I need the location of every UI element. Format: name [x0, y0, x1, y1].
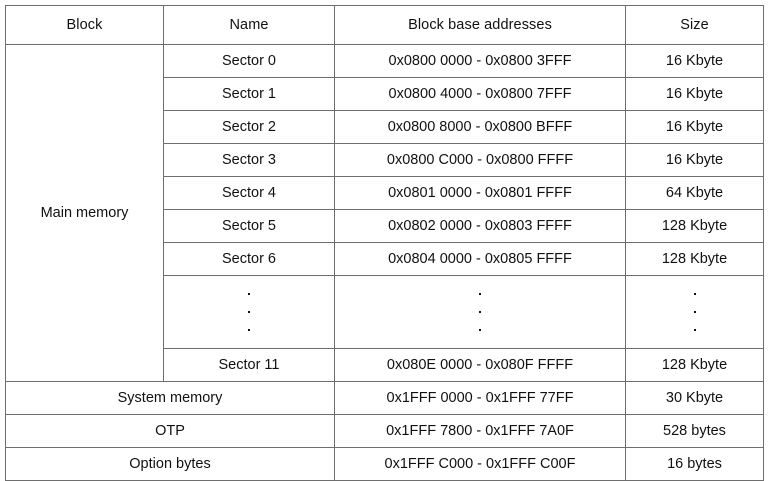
vertical-ellipsis-icon	[339, 276, 621, 348]
table-row: Option bytes 0x1FFF C000 - 0x1FFF C00F 1…	[5, 447, 764, 481]
sector-address-cell: 0x0802 0000 - 0x0803 FFFF	[334, 209, 626, 243]
sector-address-cell: 0x0800 8000 - 0x0800 BFFF	[334, 110, 626, 144]
table-row: System memory 0x1FFF 0000 - 0x1FFF 77FF …	[5, 381, 764, 415]
column-header-size: Size	[625, 5, 764, 45]
table-row: Sector 5 0x0802 0000 - 0x0803 FFFF 128 K…	[6, 209, 764, 243]
block-address-cell: 0x1FFF 0000 - 0x1FFF 77FF	[334, 381, 626, 415]
block-address-cell: 0x1FFF 7800 - 0x1FFF 7A0F	[334, 414, 626, 448]
sector-name-cell: Sector 11	[163, 348, 335, 382]
ellipsis-cell-addresses	[334, 275, 626, 349]
column-header-addresses: Block base addresses	[334, 5, 626, 45]
table-header: Block Name Block base addresses Size	[5, 5, 764, 45]
memory-organization-table-container: Block Name Block base addresses Size Mai…	[5, 5, 764, 481]
sector-name-cell: Sector 2	[163, 110, 335, 144]
sector-size-cell: 128 Kbyte	[625, 209, 764, 243]
table-body: Main memory Sector 0 0x0800 0000 - 0x080…	[5, 44, 764, 481]
sector-size-cell: 128 Kbyte	[625, 348, 764, 382]
sector-address-cell: 0x0801 0000 - 0x0801 FFFF	[334, 176, 626, 210]
block-cell-system-memory: System memory	[5, 381, 335, 415]
sector-size-cell: 16 Kbyte	[625, 77, 764, 111]
table-row: Sector 2 0x0800 8000 - 0x0800 BFFF 16 Kb…	[6, 110, 764, 144]
sector-address-cell: 0x0800 4000 - 0x0800 7FFF	[334, 77, 626, 111]
block-cell-option-bytes: Option bytes	[5, 447, 335, 481]
table-row: Sector 1 0x0800 4000 - 0x0800 7FFF 16 Kb…	[6, 77, 764, 111]
table-row: Main memory Sector 0 0x0800 0000 - 0x080…	[5, 44, 764, 382]
sector-address-cell: 0x0804 0000 - 0x0805 FFFF	[334, 242, 626, 276]
table-row: Sector 11 0x080E 0000 - 0x080F FFFF 128 …	[6, 348, 764, 382]
sector-name-cell: Sector 3	[163, 143, 335, 177]
column-header-block: Block	[5, 5, 164, 45]
vertical-ellipsis-icon	[630, 276, 759, 348]
ellipsis-cell-size	[625, 275, 764, 349]
block-cell-otp: OTP	[5, 414, 335, 448]
sector-size-cell: 128 Kbyte	[625, 242, 764, 276]
ellipsis-cell-name	[163, 275, 335, 349]
block-address-cell: 0x1FFF C000 - 0x1FFF C00F	[334, 447, 626, 481]
sector-name-cell: Sector 6	[163, 242, 335, 276]
table-row: Sector 4 0x0801 0000 - 0x0801 FFFF 64 Kb…	[6, 176, 764, 210]
block-size-cell: 528 bytes	[625, 414, 764, 448]
sector-size-cell: 16 Kbyte	[625, 44, 764, 78]
table-header-row: Block Name Block base addresses Size	[5, 5, 764, 45]
sector-name-cell: Sector 5	[163, 209, 335, 243]
vertical-ellipsis-icon	[168, 276, 330, 348]
table-row: Sector 3 0x0800 C000 - 0x0800 FFFF 16 Kb…	[6, 143, 764, 177]
table-row: OTP 0x1FFF 7800 - 0x1FFF 7A0F 528 bytes	[5, 414, 764, 448]
block-size-cell: 30 Kbyte	[625, 381, 764, 415]
memory-organization-table: Block Name Block base addresses Size Mai…	[5, 5, 764, 481]
sector-address-cell: 0x0800 0000 - 0x0800 3FFF	[334, 44, 626, 78]
sector-name-cell: Sector 0	[163, 44, 335, 78]
sector-size-cell: 16 Kbyte	[625, 110, 764, 144]
column-header-name: Name	[163, 5, 335, 45]
block-cell-main-memory: Main memory	[5, 44, 164, 382]
sector-size-cell: 16 Kbyte	[625, 143, 764, 177]
sector-size-cell: 64 Kbyte	[625, 176, 764, 210]
sector-name-cell: Sector 1	[163, 77, 335, 111]
sector-address-cell: 0x0800 C000 - 0x0800 FFFF	[334, 143, 626, 177]
sector-name-cell: Sector 4	[163, 176, 335, 210]
block-size-cell: 16 bytes	[625, 447, 764, 481]
table-row-ellipsis	[6, 275, 764, 349]
sector-address-cell: 0x080E 0000 - 0x080F FFFF	[334, 348, 626, 382]
